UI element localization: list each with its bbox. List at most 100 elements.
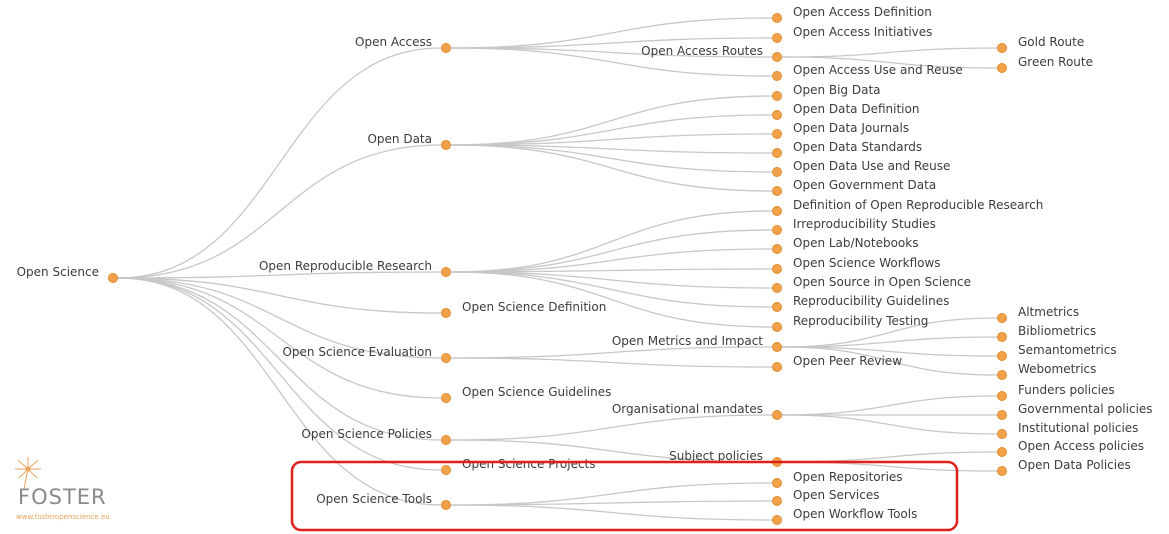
node-open-data-journals[interactable]: Open Data Journals [772,121,910,139]
node-dot[interactable] [997,332,1007,342]
node-dot[interactable] [772,91,782,101]
node-dot[interactable] [772,342,782,352]
node-bibliometrics[interactable]: Bibliometrics [997,324,1097,342]
node-open-access-policies[interactable]: Open Access policies [997,439,1144,457]
node-dot[interactable] [772,302,782,312]
node-open-access-initiatives[interactable]: Open Access Initiatives [772,25,933,43]
node-open-lab-notebooks[interactable]: Open Lab/Notebooks [772,236,919,254]
node-subject-policies[interactable]: Subject policies [669,449,782,467]
node-dot[interactable] [997,429,1007,439]
node-dot[interactable] [441,308,451,318]
node-dot[interactable] [441,43,451,53]
node-label: Open Science Workflows [793,256,941,270]
node-dot[interactable] [772,167,782,177]
node-governmental-policies[interactable]: Governmental policies [997,402,1153,420]
node-reproducibility-testing[interactable]: Reproducibility Testing [772,314,929,332]
node-definition-of-open-reproducible-research[interactable]: Definition of Open Reproducible Research [772,198,1044,216]
node-open-access-definition[interactable]: Open Access Definition [772,5,932,23]
node-dot[interactable] [772,186,782,196]
node-label: Open Science Projects [462,457,596,471]
node-dot[interactable] [441,267,451,277]
node-irreproducibility-studies[interactable]: Irreproducibility Studies [772,217,936,235]
node-open-repositories[interactable]: Open Repositories [772,470,903,488]
node-dot[interactable] [997,313,1007,323]
node-open-data-policies[interactable]: Open Data Policies [997,458,1131,476]
link-open-access-routes-to-green-route [781,56,998,69]
node-dot[interactable] [772,52,782,62]
node-dot[interactable] [772,225,782,235]
node-altmetrics[interactable]: Altmetrics [997,305,1080,323]
node-dot[interactable] [772,515,782,525]
node-open-peer-review[interactable]: Open Peer Review [772,354,903,372]
node-open-access-use-and-reuse[interactable]: Open Access Use and Reuse [772,63,963,81]
node-dot[interactable] [772,322,782,332]
node-dot[interactable] [772,478,782,488]
node-dot[interactable] [997,447,1007,457]
node-open-services[interactable]: Open Services [772,488,880,506]
node-dot[interactable] [772,71,782,81]
link-open-metrics-and-impact-to-bibliometrics [781,336,998,348]
node-open-government-data[interactable]: Open Government Data [772,178,937,196]
node-dot[interactable] [441,353,451,363]
node-dot[interactable] [772,129,782,139]
node-dot[interactable] [772,410,782,420]
node-label: Open Data Definition [793,102,919,116]
node-open-data-definition[interactable]: Open Data Definition [772,102,920,120]
node-green-route[interactable]: Green Route [997,55,1094,73]
node-dot[interactable] [441,435,451,445]
node-institutional-policies[interactable]: Institutional policies [997,421,1139,439]
node-dot[interactable] [772,496,782,506]
node-dot[interactable] [772,110,782,120]
node-open-science-evaluation[interactable]: Open Science Evaluation [282,345,451,363]
node-open-access-routes[interactable]: Open Access Routes [641,44,782,62]
node-dot[interactable] [997,351,1007,361]
node-webometrics[interactable]: Webometrics [997,362,1097,380]
node-gold-route[interactable]: Gold Route [997,35,1085,53]
node-dot[interactable] [772,283,782,293]
node-dot[interactable] [772,33,782,43]
node-open-science-guidelines[interactable]: Open Science Guidelines [441,385,612,403]
node-dot[interactable] [997,63,1007,73]
node-semantometrics[interactable]: Semantometrics [997,343,1117,361]
node-open-source-in-open-science[interactable]: Open Source in Open Science [772,275,972,293]
node-funders-policies[interactable]: Funders policies [997,383,1115,401]
node-open-metrics-and-impact[interactable]: Open Metrics and Impact [612,334,782,352]
node-open-data[interactable]: Open Data [367,132,451,150]
link-organisational-mandates-to-funders-policies [781,395,998,416]
node-dot[interactable] [772,362,782,372]
node-dot[interactable] [772,244,782,254]
node-dot[interactable] [997,391,1007,401]
node-open-big-data[interactable]: Open Big Data [772,83,881,101]
node-dot[interactable] [772,13,782,23]
node-open-science-tools[interactable]: Open Science Tools [316,492,451,510]
node-dot[interactable] [441,500,451,510]
node-open-workflow-tools[interactable]: Open Workflow Tools [772,507,918,525]
node-open-science[interactable]: Open Science [17,265,118,283]
node-open-science-definition[interactable]: Open Science Definition [441,300,607,318]
node-open-access[interactable]: Open Access [355,35,451,53]
node-dot[interactable] [997,43,1007,53]
node-open-reproducible-research[interactable]: Open Reproducible Research [259,259,451,277]
node-dot[interactable] [772,264,782,274]
node-label: Open Science Definition [462,300,606,314]
node-open-data-use-and-reuse[interactable]: Open Data Use and Reuse [772,159,951,177]
node-open-data-standards[interactable]: Open Data Standards [772,140,923,158]
node-dot[interactable] [997,410,1007,420]
node-dot[interactable] [772,206,782,216]
node-dot[interactable] [108,273,118,283]
node-reproducibility-guidelines[interactable]: Reproducibility Guidelines [772,294,950,312]
node-dot[interactable] [441,140,451,150]
node-organisational-mandates[interactable]: Organisational mandates [612,402,782,420]
link-open-metrics-and-impact-to-semantometrics [781,346,998,357]
node-dot[interactable] [441,465,451,475]
node-label: Open Science Guidelines [462,385,611,399]
node-dot[interactable] [997,466,1007,476]
node-dot[interactable] [441,393,451,403]
node-dot[interactable] [772,148,782,158]
node-label: Green Route [1018,55,1093,69]
node-open-science-projects[interactable]: Open Science Projects [441,457,596,475]
node-open-science-workflows[interactable]: Open Science Workflows [772,256,941,274]
node-open-science-policies[interactable]: Open Science Policies [301,427,451,445]
node-dot[interactable] [997,370,1007,380]
